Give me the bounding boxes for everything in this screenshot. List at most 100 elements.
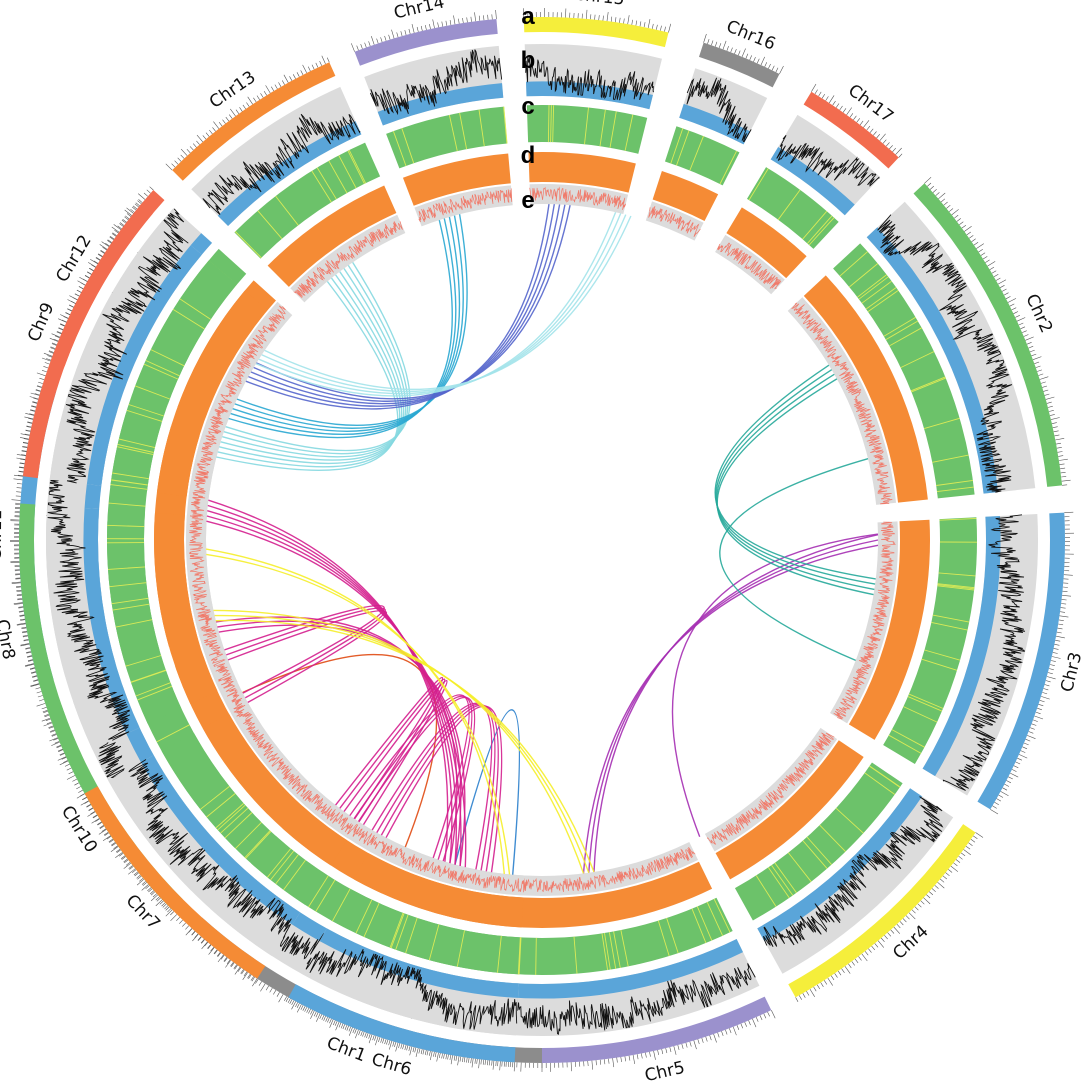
- link-6-5: [236, 214, 468, 426]
- chromosome-label-chr9: Chr9: [24, 300, 58, 345]
- green-track-chr7: [161, 732, 326, 905]
- green-stripes-chr8: [106, 524, 173, 701]
- density-trace-chr5: [541, 963, 756, 1035]
- green-stripes-chr14: [392, 106, 508, 167]
- chromosome-label-chr15: Chr15: [573, 0, 626, 10]
- orange-track-chr13: [267, 185, 397, 287]
- density-trace-chr4: [763, 796, 944, 948]
- ideogram-chr3: [977, 512, 1065, 810]
- green-stripes-chr17: [748, 168, 835, 246]
- density-trace-chr9: [65, 229, 189, 484]
- chromosome-label-chr2: Chr2: [1021, 291, 1056, 336]
- orange-track-chr16: [652, 170, 719, 222]
- green-stripes-chr13: [234, 149, 367, 259]
- density-fill-chr6: [319, 928, 519, 998]
- orange-track-chr5: [542, 861, 713, 928]
- green-track-chr8: [107, 509, 182, 724]
- green-track-chr6: [331, 888, 522, 975]
- link-4-1: [719, 458, 869, 662]
- pink-track-bg-chr15: [529, 184, 629, 214]
- density-fill-chr2: [866, 227, 999, 494]
- chromosome-label-chr6: Chr6: [369, 1050, 413, 1080]
- density-bg-chr13: [191, 86, 362, 227]
- track-letters: a b c d e: [521, 3, 536, 214]
- pink-trace-chr17: [716, 242, 782, 290]
- link-15-3: [349, 694, 470, 859]
- chromosome-chr9: [13, 200, 285, 500]
- ideogram-chr2: [913, 183, 1063, 487]
- chromosome-chr17: [715, 83, 903, 295]
- chromosome-chr6: [285, 833, 525, 1072]
- link-bundle-8: [255, 211, 632, 397]
- link-16-3: [216, 616, 458, 864]
- density-fill-chr3: [922, 516, 1001, 777]
- synteny-links: [205, 204, 879, 875]
- ticks-chr13: [165, 55, 330, 171]
- link-bundle-4: [719, 458, 869, 662]
- ideogram-chr5: [542, 996, 772, 1063]
- chromosome-chr4: [704, 727, 984, 1002]
- density-fill-chr7: [140, 755, 301, 925]
- link-7-4: [253, 204, 566, 402]
- link-bundle-9: [454, 709, 521, 875]
- green-track-chr4: [734, 762, 903, 921]
- pink-trace-chr3: [833, 521, 897, 720]
- ticks-chr16: [703, 33, 784, 75]
- link-9-1: [454, 709, 521, 875]
- density-trace-chr13: [202, 113, 361, 215]
- density-fill-chr9: [86, 245, 202, 486]
- pink-trace-chr14: [418, 188, 513, 223]
- ideogram-chr14: [354, 18, 498, 66]
- ideogram-chr17: [803, 91, 899, 169]
- ideogram-chr16: [698, 42, 780, 88]
- ticks-chr7: [80, 793, 258, 987]
- ticks-chr5: [541, 1009, 776, 1072]
- green-stripes-chr7: [200, 786, 306, 891]
- ticks-chr8: [10, 502, 69, 766]
- pink-trace-chr13: [293, 221, 403, 298]
- orange-track-chr4: [715, 740, 864, 880]
- link-12-5: [208, 499, 449, 862]
- link-bundle-3: [714, 364, 876, 596]
- chromosome-chr15: [523, 7, 671, 214]
- orange-track-chr9: [156, 290, 268, 497]
- ticks-chr14: [351, 9, 497, 52]
- green-stripes-chr6: [332, 888, 522, 975]
- orange-track-chr3: [848, 519, 931, 740]
- link-11-1: [227, 610, 387, 704]
- green-stripes-chr3: [888, 517, 978, 754]
- ticks-chr6: [285, 997, 515, 1072]
- ideogram-chr7: [84, 786, 266, 979]
- chromosome-label-chr14: Chr14: [392, 0, 446, 24]
- chromosome-label-chr11: Chr11: [0, 509, 6, 560]
- chromosome-label-chr5: Chr5: [643, 1058, 687, 1081]
- green-track-chr5: [542, 897, 733, 975]
- ticks-chr10: [41, 710, 173, 917]
- density-fill-chr8: [83, 508, 140, 734]
- green-track-chr17: [746, 167, 839, 249]
- orange-track-chr2: [803, 275, 928, 503]
- link-17-3: [213, 609, 585, 874]
- pink-track-bg-chr3: [830, 521, 898, 724]
- density-trace-chr7: [128, 759, 292, 939]
- orange-track-chr6: [353, 853, 524, 928]
- ideogram-chr4: [788, 824, 976, 998]
- ticks-chr17: [811, 83, 903, 158]
- orange-track-chr14: [402, 153, 511, 206]
- link-2-1: [671, 533, 878, 837]
- link-bundle-1: [582, 534, 879, 874]
- pink-trace-chr9: [192, 315, 282, 499]
- density-fill-chr10: [108, 684, 229, 865]
- green-track-chr13: [234, 142, 381, 259]
- ticks-chr2: [924, 176, 1071, 486]
- density-fill-chr14: [377, 83, 504, 126]
- link-13-2: [339, 678, 446, 823]
- ticks-chr9: [13, 200, 142, 477]
- link-3-4: [716, 378, 874, 596]
- pink-trace-chr2: [790, 302, 893, 505]
- chromosome-chr14: [351, 9, 513, 227]
- track-label-d: d: [521, 142, 536, 169]
- link-bundle-2: [671, 533, 878, 837]
- orange-track-chr15: [528, 152, 636, 193]
- density-fill-chr5: [542, 939, 744, 999]
